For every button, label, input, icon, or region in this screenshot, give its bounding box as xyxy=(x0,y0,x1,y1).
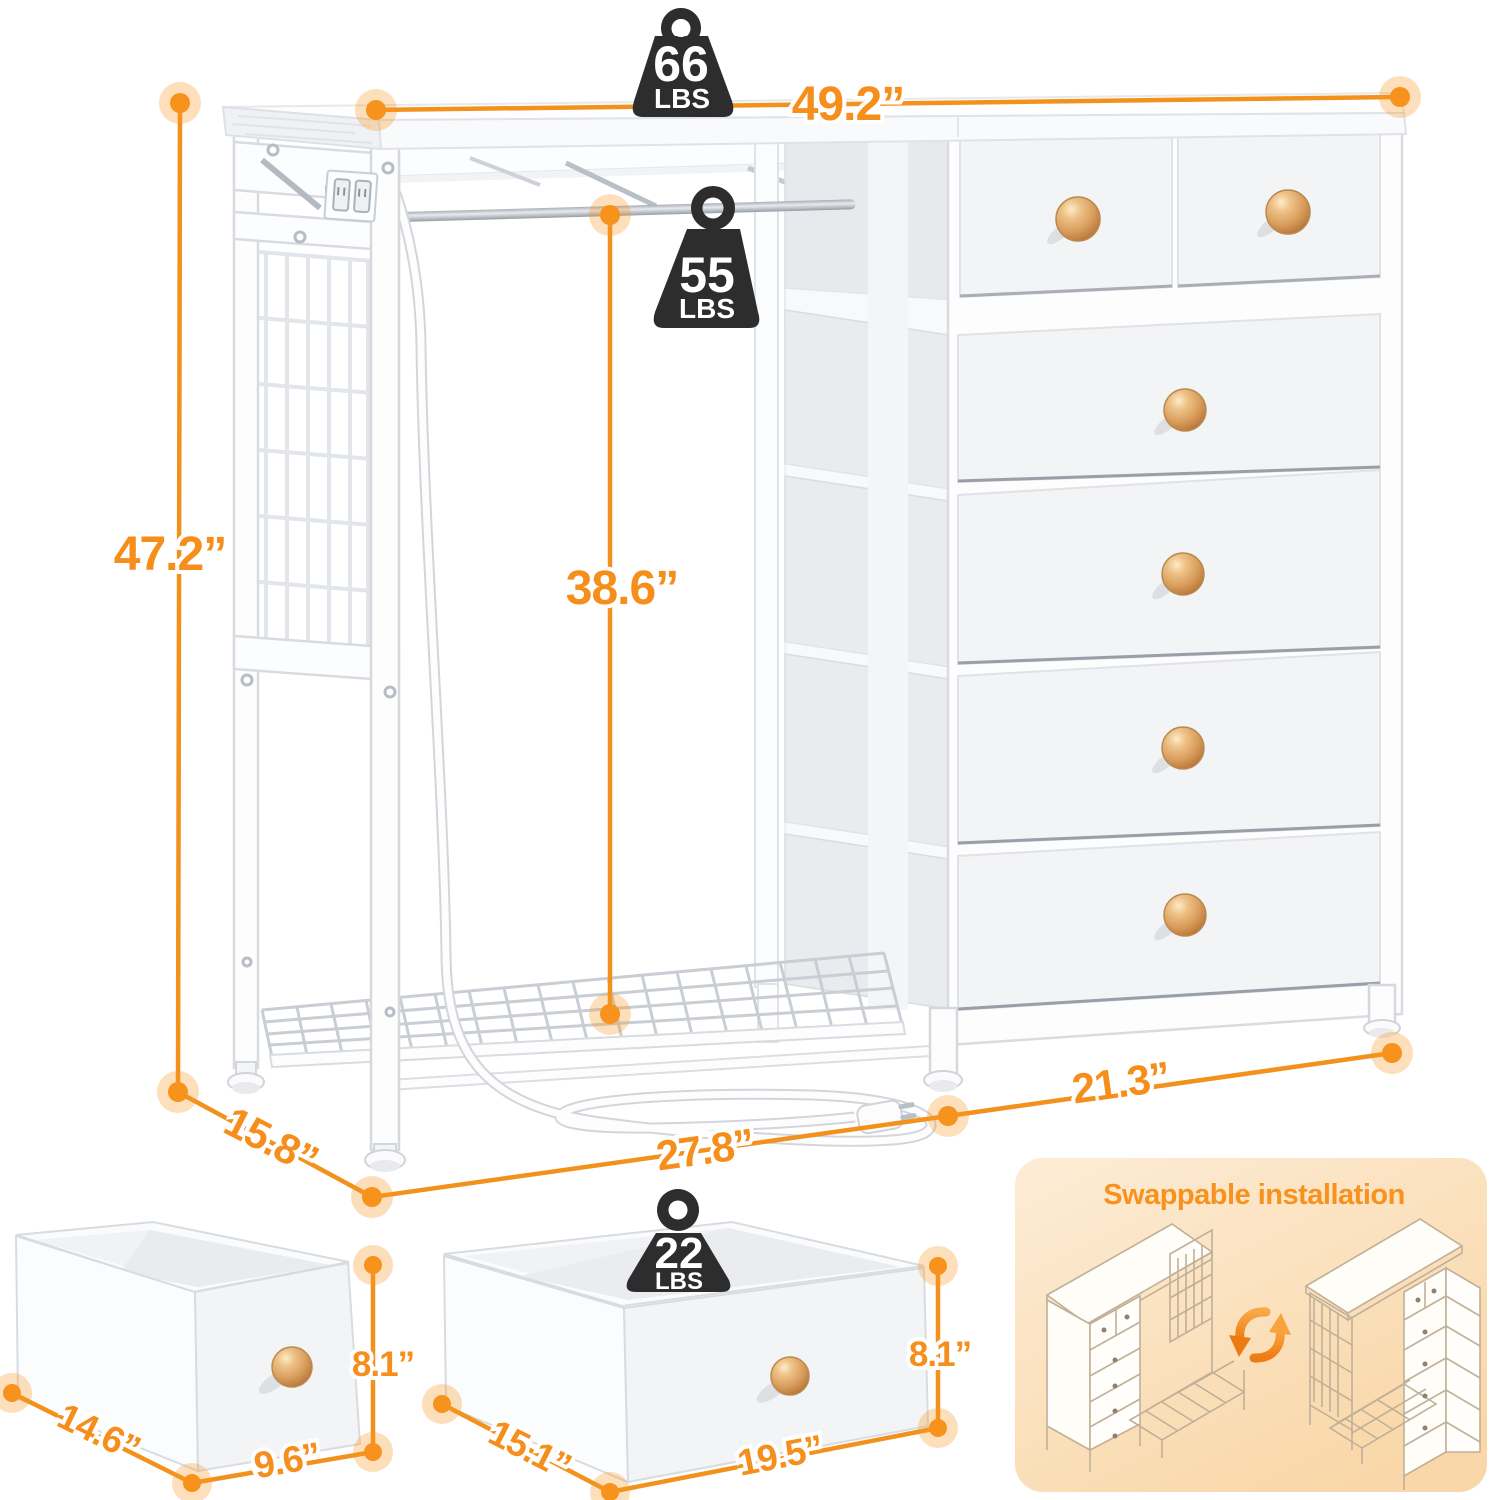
svg-text:49.2”: 49.2” xyxy=(792,78,904,131)
svg-text:22: 22 xyxy=(655,1229,704,1278)
svg-text:38.6”: 38.6” xyxy=(566,562,678,615)
svg-text:66: 66 xyxy=(653,36,709,92)
svg-text:8.1”: 8.1” xyxy=(909,1335,971,1374)
svg-text:LBS: LBS xyxy=(655,1268,703,1295)
svg-text:47.2”: 47.2” xyxy=(114,528,226,581)
svg-text:LBS: LBS xyxy=(654,83,710,114)
svg-text:Swappable installation: Swappable installation xyxy=(1103,1179,1405,1211)
svg-text:8.1”: 8.1” xyxy=(352,1345,414,1384)
svg-text:LBS: LBS xyxy=(679,293,735,324)
svg-text:55: 55 xyxy=(679,247,735,303)
